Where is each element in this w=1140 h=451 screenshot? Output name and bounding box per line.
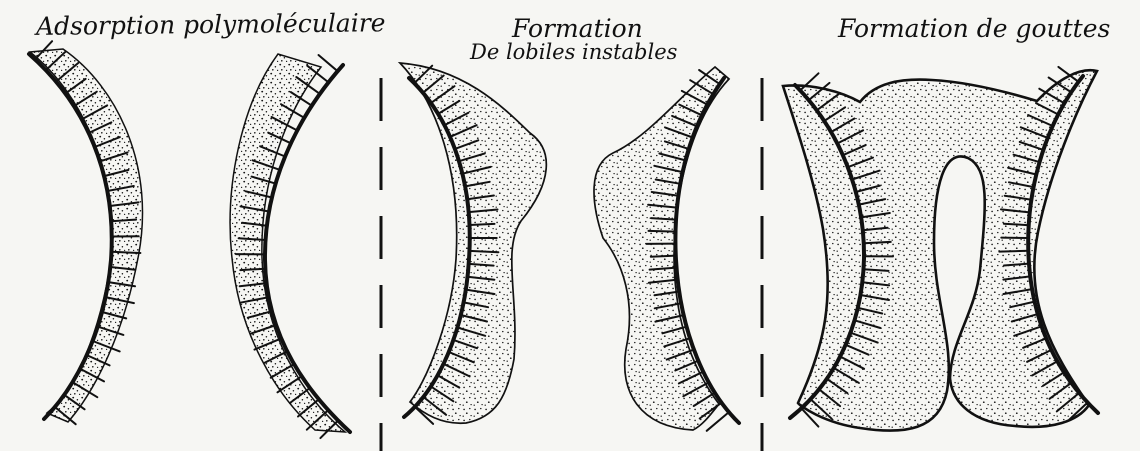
panel-2-caption-line-2: De lobiles instables <box>470 42 677 63</box>
wall-hatch-mark <box>651 256 676 257</box>
wall-hatch-mark <box>649 231 676 232</box>
panel-3-caption: Formation de gouttes <box>838 16 1110 41</box>
lobe-left <box>400 63 546 423</box>
wall-hatch-mark <box>240 269 265 270</box>
panel-2-caption-line-1: Formation <box>512 16 643 41</box>
wall-hatch-mark <box>864 242 891 243</box>
wall-hatch-mark <box>470 224 495 225</box>
panel-1-caption: Adsorption polymoléculaire <box>36 10 386 39</box>
panel-adsorption-drawing <box>29 49 350 432</box>
lobe-right <box>594 67 729 430</box>
wall-hatch-mark <box>112 252 141 253</box>
panel-lobes-drawing <box>400 63 739 430</box>
wall-hatch-mark <box>999 251 1028 252</box>
wall-hatch-mark <box>319 55 338 71</box>
adsorbed-layer-right <box>230 54 345 432</box>
wall-hatch-mark <box>470 251 499 252</box>
